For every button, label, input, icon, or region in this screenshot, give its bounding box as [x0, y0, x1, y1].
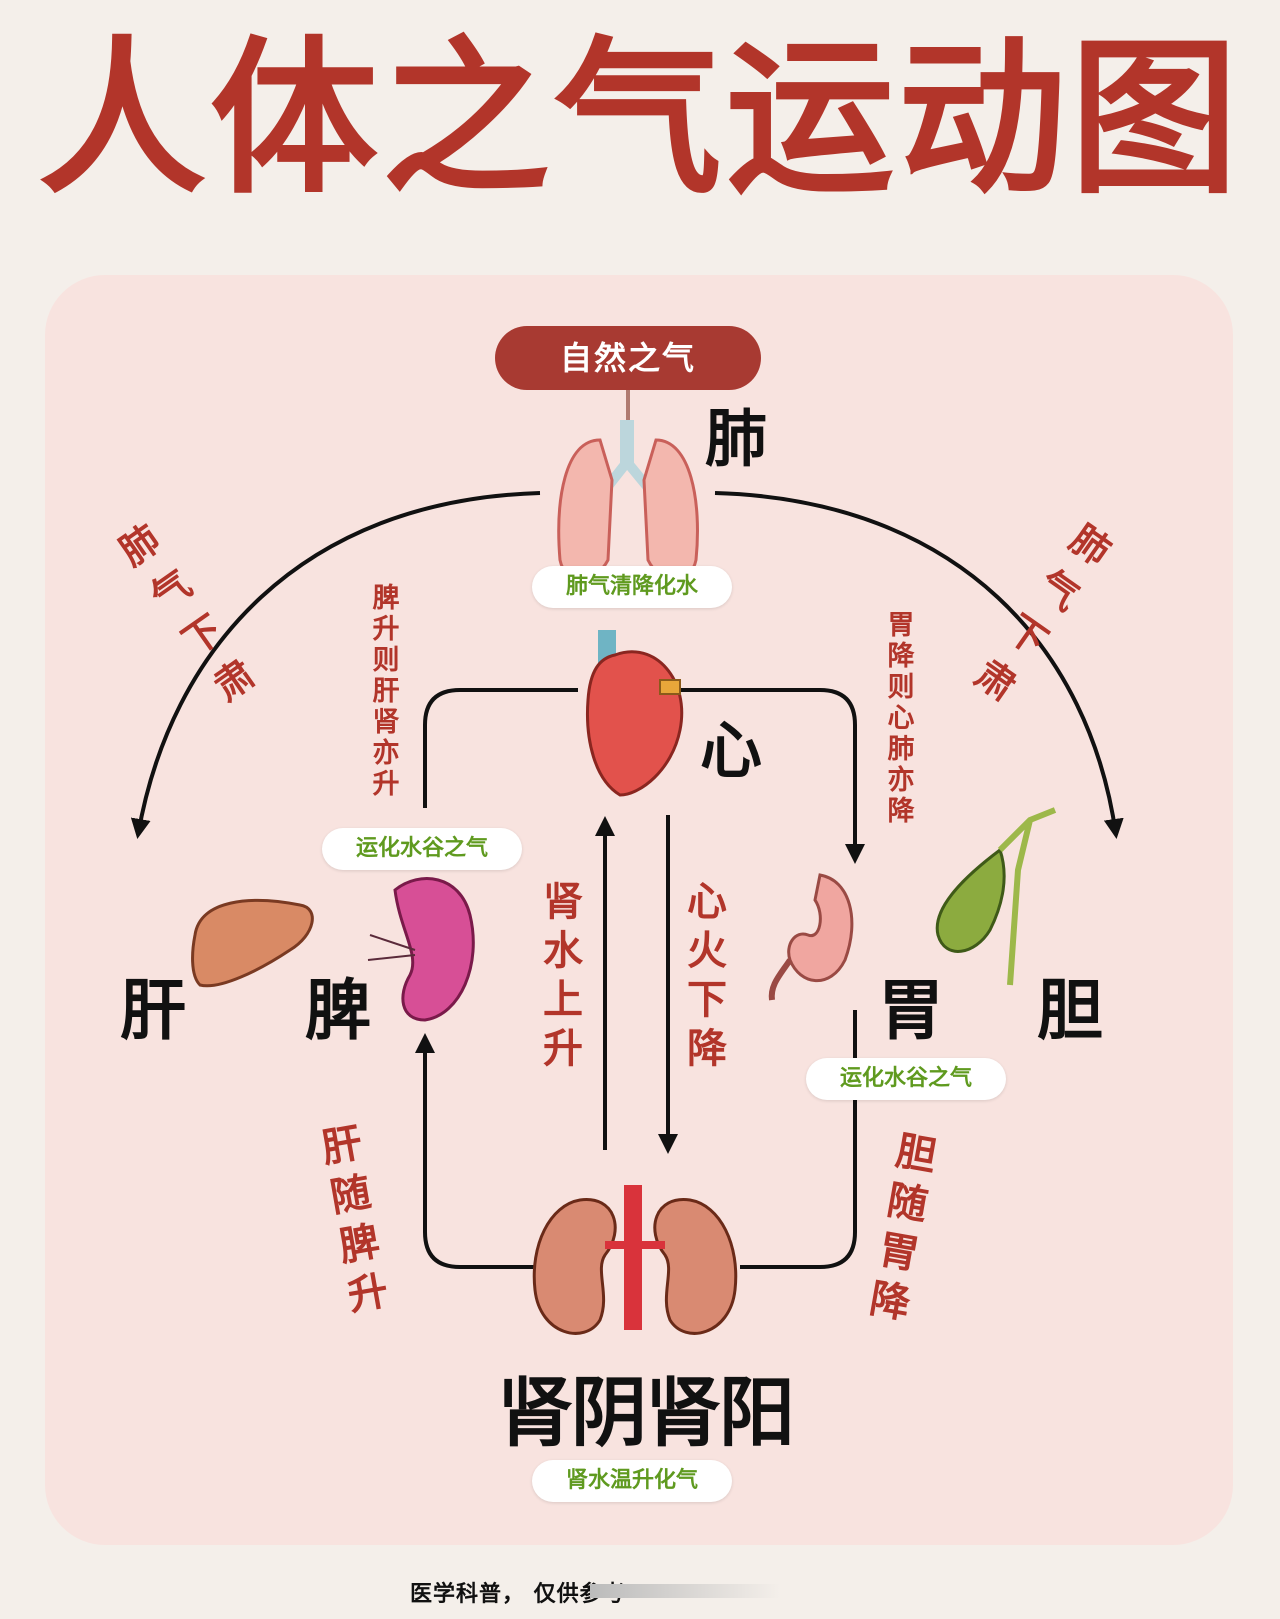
flow-label-heart-fire-down: 心火下降 [687, 879, 727, 1072]
lung-illustration [557, 420, 699, 581]
natural-qi-badge: 自然之气 [495, 326, 761, 390]
arrow-kidney-to-spleen [415, 1033, 540, 1269]
organ-label-liver: 肝 [120, 972, 186, 1049]
line-spleen-to-heart [423, 688, 578, 808]
organ-label-stomach: 胃 [878, 972, 944, 1049]
liver-illustration [191, 899, 314, 988]
tag-spleen: 运化水谷之气 [322, 828, 522, 870]
organ-label-gallbladder: 胆 [1037, 972, 1103, 1049]
organ-label-kidney: 肾阴肾阳 [497, 1368, 795, 1457]
tag-kidney: 肾水温升化气 [532, 1460, 732, 1502]
tag-lung: 肺气清降化水 [532, 566, 732, 608]
arrow-lung-to-liver [130, 491, 541, 839]
flow-label-kidney-water-up: 肾水上升 [543, 879, 583, 1072]
stomach-illustration [768, 873, 854, 1001]
spleen-illustration [367, 877, 475, 1022]
heart-illustration [586, 630, 684, 797]
kidney-illustration [532, 1185, 738, 1335]
page-title: 人体之气运动图 [38, 19, 1242, 217]
line-stomach-to-kidney [740, 1010, 857, 1269]
footer-disclaimer: 医学科普， 仅供参考 [410, 1582, 626, 1607]
tag-stomach: 运化水谷之气 [806, 1058, 1006, 1100]
flow-label-spleen-rise: 脾升则肝肾亦升 [372, 583, 400, 800]
arrow-heart-to-stomach [675, 688, 865, 864]
organ-label-lung: 肺 [705, 402, 768, 475]
flow-label-stomach-descend: 胃降则心肺亦降 [887, 610, 915, 827]
gallbladder-illustration [935, 807, 1057, 986]
organ-label-heart: 心 [700, 714, 763, 787]
arrow-lung-to-gallbladder [714, 491, 1124, 839]
organ-label-spleen: 脾 [305, 972, 371, 1049]
footer-fade-overlay [590, 1584, 780, 1598]
